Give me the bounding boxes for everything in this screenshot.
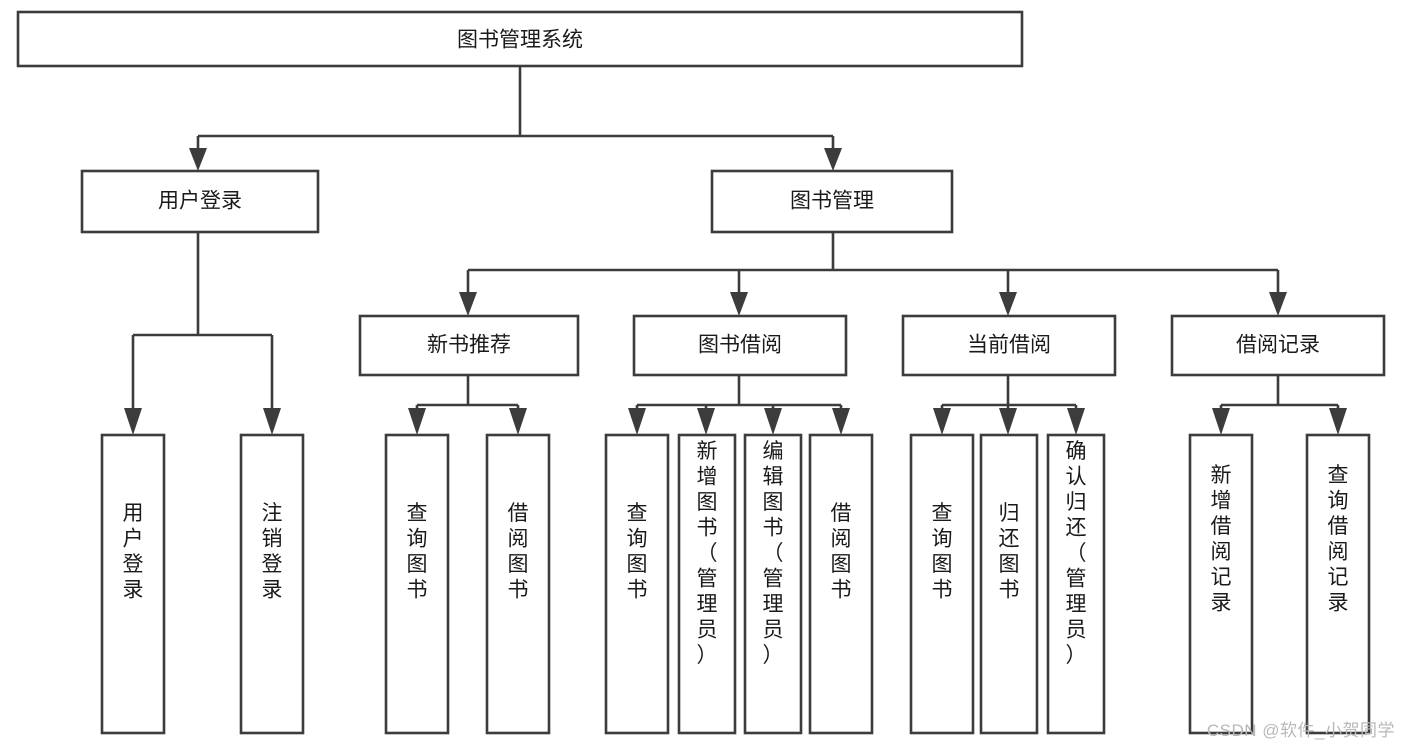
leaf-borrow-record-1-box[interactable] <box>1188 433 1254 735</box>
arrow-head-bm-1 <box>459 292 477 316</box>
node-user-login[interactable]: 用户登录 <box>80 169 320 234</box>
node-book-borrow-label: 图书借阅 <box>698 334 782 357</box>
leaf-new-book-1-box[interactable] <box>384 433 450 735</box>
leaf-current-borrow-2-box[interactable] <box>979 433 1039 735</box>
leaf-borrow-record-2-label: 查询借阅记录 <box>1328 464 1349 615</box>
arrow-head-user-login <box>189 148 207 171</box>
leaf-book-borrow-4-box[interactable] <box>808 433 874 735</box>
leaf-borrow-record-1[interactable]: 新增借阅记录 <box>1188 433 1254 735</box>
node-current-borrow[interactable]: 当前借阅 <box>901 314 1117 377</box>
arrow-head-ul-2 <box>263 408 281 435</box>
node-borrow-record[interactable]: 借阅记录 <box>1170 314 1386 377</box>
leaf-book-borrow-1-box[interactable] <box>604 433 670 735</box>
arrow-head-bb-2 <box>697 408 715 435</box>
node-book-borrow[interactable]: 图书借阅 <box>632 314 848 377</box>
leaf-book-borrow-4[interactable]: 借阅图书 <box>808 433 874 735</box>
leaf-user-login-2-label: 注销登录 <box>262 502 283 602</box>
arrow-head-ul-1 <box>124 408 142 435</box>
arrow-head-book-mgmt <box>824 148 842 171</box>
node-book-management-label: 图书管理 <box>790 190 874 213</box>
leaf-book-borrow-3[interactable]: 编辑图书（管理员） <box>743 433 803 735</box>
leaf-user-login-2-box[interactable] <box>239 433 305 735</box>
leaf-current-borrow-2-label: 归还图书 <box>999 502 1020 602</box>
leaf-borrow-record-2-box[interactable] <box>1305 433 1371 735</box>
node-root[interactable]: 图书管理系统 <box>16 10 1024 68</box>
arrow-head-nbr-1 <box>408 408 426 435</box>
node-borrow-record-box[interactable] <box>1170 314 1386 377</box>
leaf-book-borrow-2-label: 新增图书（管理员） <box>697 440 718 667</box>
leaf-current-borrow-2[interactable]: 归还图书 <box>979 433 1039 735</box>
node-user-login-label: 用户登录 <box>158 190 242 213</box>
node-borrow-record-label: 借阅记录 <box>1236 334 1320 357</box>
arrow-head-cb-1 <box>933 408 951 435</box>
leaf-book-borrow-3-label: 编辑图书（管理员） <box>763 440 784 667</box>
leaf-current-borrow-1-label: 查询图书 <box>932 502 953 602</box>
leaf-book-borrow-2[interactable]: 新增图书（管理员） <box>677 433 737 735</box>
leaf-user-login-1-label: 用户登录 <box>123 502 144 602</box>
arrow-head-bb-1 <box>628 408 646 435</box>
leaf-current-borrow-3-box[interactable] <box>1046 433 1106 735</box>
arrow-head-nbr-2 <box>509 408 527 435</box>
node-root-box[interactable] <box>16 10 1024 68</box>
node-new-book-recommend[interactable]: 新书推荐 <box>358 314 580 377</box>
arrow-head-cb-3 <box>1067 408 1085 435</box>
node-book-management-box[interactable] <box>710 169 954 234</box>
arrow-head-bm-2 <box>730 292 748 316</box>
leaf-user-login-1[interactable]: 用户登录 <box>100 433 166 735</box>
leaf-new-book-1-label: 查询图书 <box>407 502 428 602</box>
leaf-current-borrow-1-box[interactable] <box>909 433 975 735</box>
arrow-head-bb-3 <box>764 408 782 435</box>
leaf-user-login-1-box[interactable] <box>100 433 166 735</box>
node-current-borrow-box[interactable] <box>901 314 1117 377</box>
leaf-book-borrow-1-label: 查询图书 <box>627 502 648 602</box>
arrow-head-br-1 <box>1212 408 1230 435</box>
arrow-head-bm-3 <box>999 292 1017 316</box>
leaf-current-borrow-3-label: 确认归还（管理员） <box>1066 440 1087 667</box>
leaf-current-borrow-1[interactable]: 查询图书 <box>909 433 975 735</box>
leaf-book-borrow-2-box[interactable] <box>677 433 737 735</box>
leaf-current-borrow-3[interactable]: 确认归还（管理员） <box>1046 433 1106 735</box>
node-root-label: 图书管理系统 <box>457 29 583 52</box>
connector-layer <box>124 66 1347 435</box>
node-book-borrow-box[interactable] <box>632 314 848 377</box>
leaf-new-book-2[interactable]: 借阅图书 <box>485 433 551 735</box>
node-current-borrow-label: 当前借阅 <box>967 334 1051 357</box>
leaf-book-borrow-1[interactable]: 查询图书 <box>604 433 670 735</box>
arrow-head-bb-4 <box>832 408 850 435</box>
leaf-book-borrow-3-box[interactable] <box>743 433 803 735</box>
leaf-book-borrow-4-label: 借阅图书 <box>831 502 852 602</box>
leaf-user-login-2[interactable]: 注销登录 <box>239 433 305 735</box>
arrow-head-cb-2 <box>999 408 1017 435</box>
leaf-borrow-record-1-label: 新增借阅记录 <box>1211 464 1232 615</box>
arrow-head-bm-4 <box>1269 292 1287 316</box>
arrow-head-br-2 <box>1329 408 1347 435</box>
node-user-login-box[interactable] <box>80 169 320 234</box>
csdn-watermark: CSDN @软件_小贺同学 <box>1206 721 1395 740</box>
node-new-book-recommend-box[interactable] <box>358 314 580 377</box>
node-new-book-recommend-label: 新书推荐 <box>427 334 511 357</box>
node-book-management[interactable]: 图书管理 <box>710 169 954 234</box>
leaf-borrow-record-2[interactable]: 查询借阅记录 <box>1305 433 1371 735</box>
leaf-new-book-1[interactable]: 查询图书 <box>384 433 450 735</box>
leaf-new-book-2-label: 借阅图书 <box>508 502 529 602</box>
leaf-new-book-2-box[interactable] <box>485 433 551 735</box>
